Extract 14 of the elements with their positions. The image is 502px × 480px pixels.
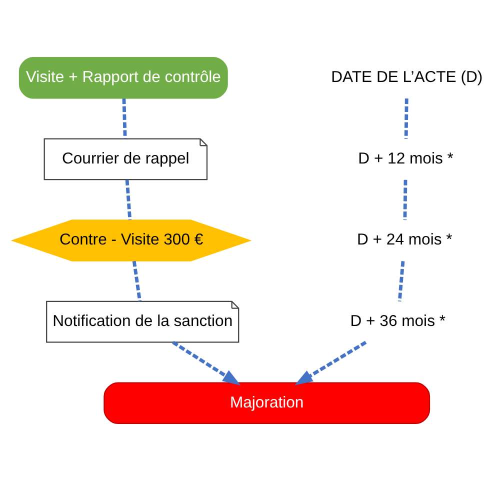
- connector: [125, 179, 132, 220]
- connector: [404, 98, 408, 138]
- arrow: [172, 340, 241, 385]
- connector: [122, 98, 127, 138]
- node-text: D + 24 mois *: [357, 231, 452, 248]
- node-text: D + 12 mois *: [358, 150, 454, 167]
- node-text: DATE DE L’ACTE (D): [331, 68, 483, 86]
- connector: [398, 260, 405, 302]
- node-box: Majoration: [104, 382, 430, 424]
- arrow: [294, 340, 367, 385]
- connector: [403, 179, 408, 220]
- connector: [132, 260, 142, 302]
- node-text: D + 36 mois *: [350, 312, 446, 330]
- node-box: Visite + Rapport de contrôle: [18, 56, 228, 98]
